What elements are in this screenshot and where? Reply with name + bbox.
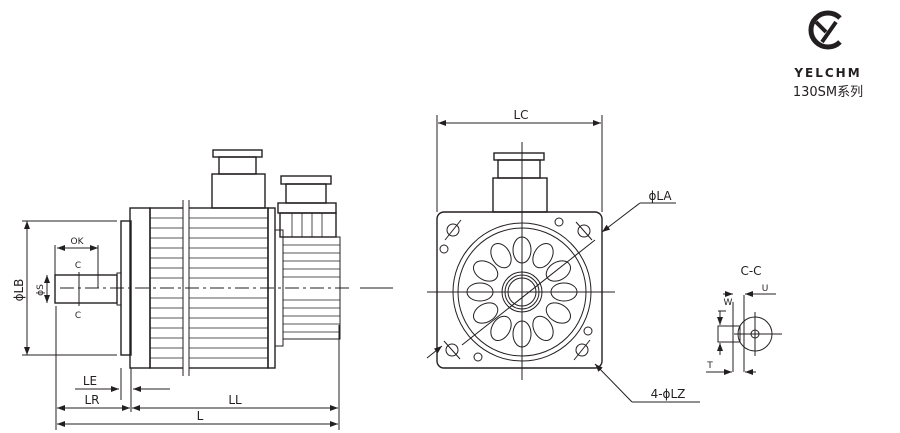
lc-label: LC	[513, 108, 528, 122]
l-label: L	[197, 409, 204, 423]
vent-hole	[473, 302, 499, 324]
vent-hole	[545, 260, 571, 282]
brand-name: YELCHM	[793, 66, 861, 80]
brand-logo: YELCHM 130SM系列	[793, 10, 863, 100]
phi-lb-label: ϕLB	[12, 279, 26, 302]
ok-label: OK	[71, 237, 85, 247]
lr-label: LR	[84, 393, 99, 407]
section-c-c: C-C W U T	[706, 264, 782, 375]
u-label: U	[762, 284, 769, 294]
c-top-label: C	[75, 261, 81, 271]
c-bottom-label: C	[75, 311, 81, 321]
side-view: ϕLB ϕS OK C C LE LR LL L	[12, 149, 393, 430]
shaft	[54, 274, 118, 304]
power-connector	[211, 149, 266, 209]
mounting-holes	[443, 219, 593, 361]
square-flange	[436, 211, 603, 369]
encoder-connector	[277, 175, 337, 238]
vent-hole	[545, 302, 571, 324]
series-name: 130SM系列	[793, 85, 863, 100]
vent-hole	[490, 315, 512, 341]
phi-la-label: ϕLA	[648, 189, 672, 203]
phi-s-label: ϕS	[36, 284, 46, 296]
lz-label: 4-ϕLZ	[651, 387, 686, 401]
t-label: T	[706, 361, 713, 371]
w-label: W	[724, 298, 733, 308]
section-title: C-C	[740, 264, 761, 278]
le-label: LE	[83, 374, 97, 388]
body-fins	[150, 217, 268, 359]
ll-label: LL	[228, 393, 242, 407]
vent-hole	[532, 315, 554, 341]
vent-hole	[473, 260, 499, 282]
vent-hole	[490, 243, 512, 269]
vent-hole	[532, 243, 554, 269]
front-connector	[492, 152, 548, 213]
front-view: LC ϕLA 4-ϕLZ	[426, 108, 700, 403]
